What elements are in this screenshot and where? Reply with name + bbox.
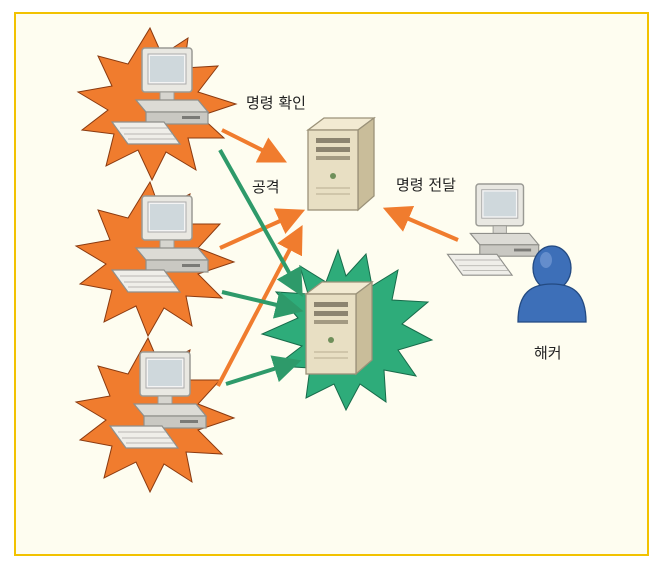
label-attack: 공격 (252, 178, 280, 196)
command-server (307, 117, 375, 211)
person-icon (517, 245, 587, 323)
arrow-command-check-1 (221, 128, 288, 163)
hacker-pc (446, 183, 540, 276)
arrow-attack-1 (218, 149, 303, 297)
arrow-attack-2 (221, 290, 304, 319)
arrows (216, 128, 459, 387)
server-icon (305, 281, 373, 375)
label-command-deliver: 명령 전달 (396, 176, 456, 194)
hacker-person (517, 245, 587, 323)
arrow-command-check-3 (216, 225, 303, 387)
target-server (305, 281, 373, 375)
arrow-command-check-2 (219, 208, 306, 250)
computer-icon (446, 183, 540, 276)
label-command-check: 명령 확인 (246, 94, 306, 112)
arrow-command-deliver (382, 205, 459, 242)
label-hacker: 해커 (534, 344, 562, 362)
server-icon (307, 117, 375, 211)
arrow-attack-3 (225, 355, 302, 386)
